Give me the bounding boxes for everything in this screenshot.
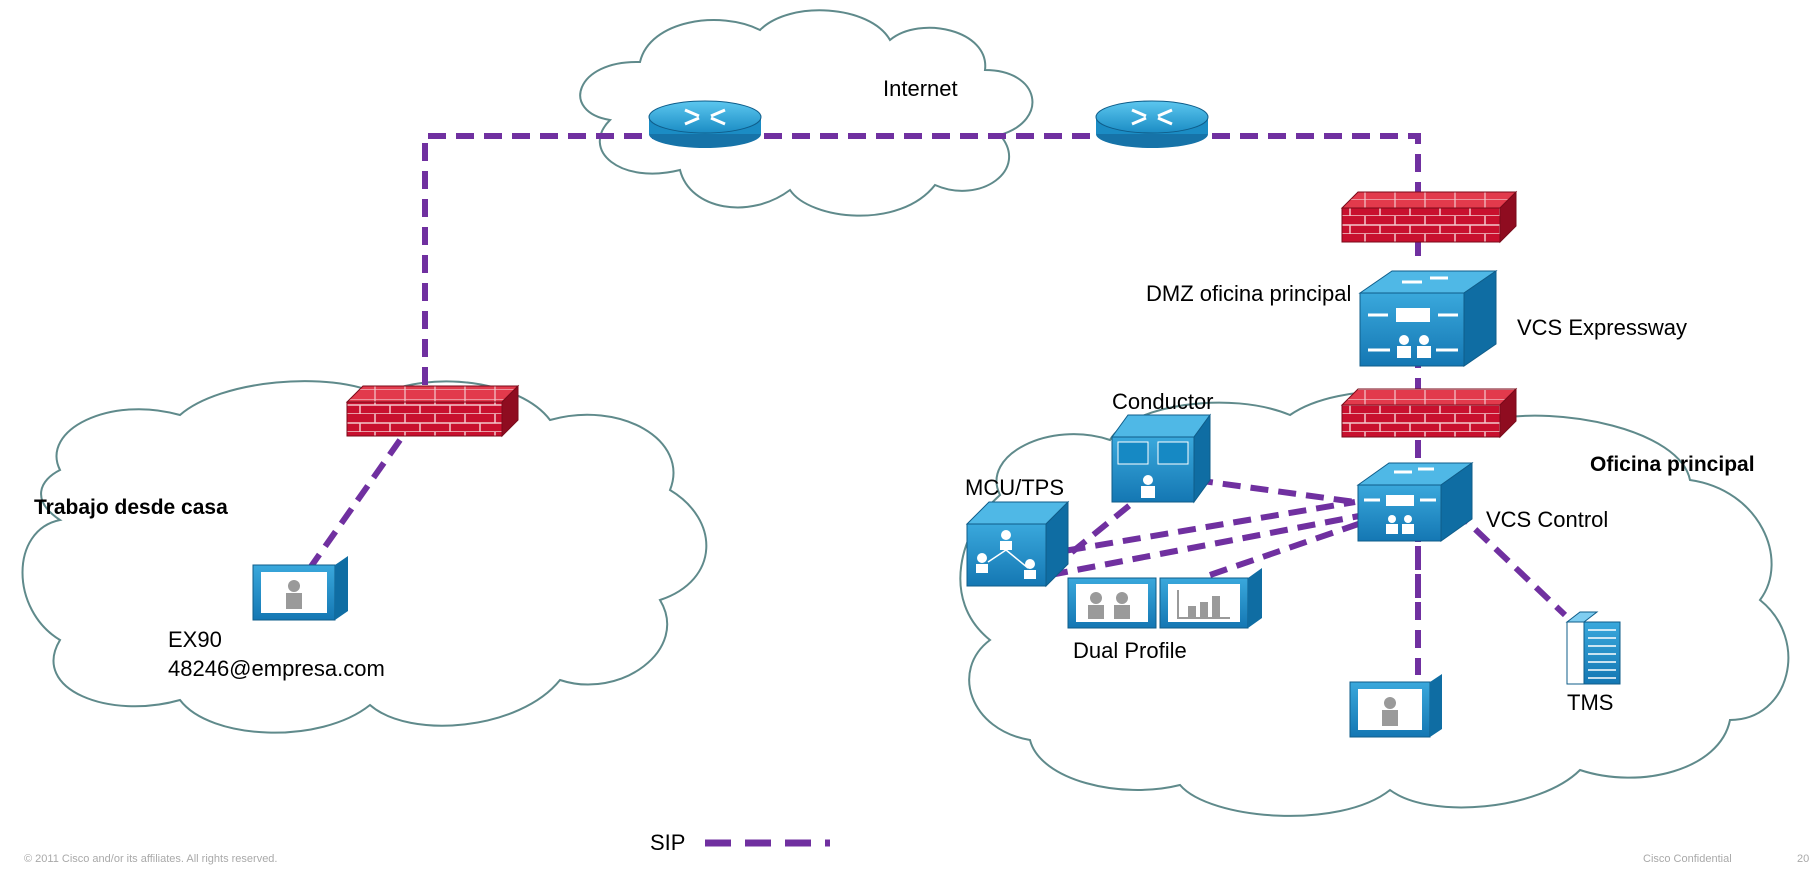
oficina-principal-label: Oficina principal <box>1590 453 1755 476</box>
video-endpoint-icon <box>1067 568 1262 629</box>
vcs-switch-icon <box>1358 270 1498 367</box>
page-number: 20 <box>1797 853 1810 865</box>
vcs-switch-icon <box>1356 462 1474 542</box>
video-endpoint-icon <box>252 556 348 621</box>
video-endpoint-icon <box>1349 674 1442 738</box>
vcs-expressway-label: VCS Expressway <box>1517 315 1687 340</box>
dual-profile-label: Dual Profile <box>1073 638 1187 663</box>
sip-legend-label: SIP <box>650 830 686 855</box>
mcu-tps-label: MCU/TPS <box>965 475 1064 500</box>
internet-label: Internet <box>883 76 958 101</box>
ex90-address-label: 48246@empresa.com <box>168 656 385 681</box>
vcs-control-label: VCS Control <box>1486 507 1609 532</box>
copyright-footer: © 2011 Cisco and/or its affiliates. All … <box>24 853 278 865</box>
confidential-footer: Cisco Confidential <box>1643 853 1732 865</box>
tms-label: TMS <box>1567 690 1614 715</box>
firewall-icon <box>1340 387 1518 439</box>
firewall-icon <box>1340 190 1518 244</box>
router-icon <box>1095 100 1209 148</box>
router-icon <box>648 100 762 148</box>
mcu-icon <box>965 500 1070 588</box>
dmz-label: DMZ oficina principal <box>1146 281 1352 306</box>
internet-cloud <box>579 9 1034 217</box>
trabajo-desde-casa-label: Trabajo desde casa <box>34 496 228 519</box>
conductor-label: Conductor <box>1112 389 1214 414</box>
conductor-icon <box>1111 413 1211 504</box>
firewall-icon <box>345 384 520 438</box>
ex90-label: EX90 <box>168 627 222 652</box>
home-cloud <box>21 380 708 734</box>
tms-server-icon <box>1565 611 1621 685</box>
